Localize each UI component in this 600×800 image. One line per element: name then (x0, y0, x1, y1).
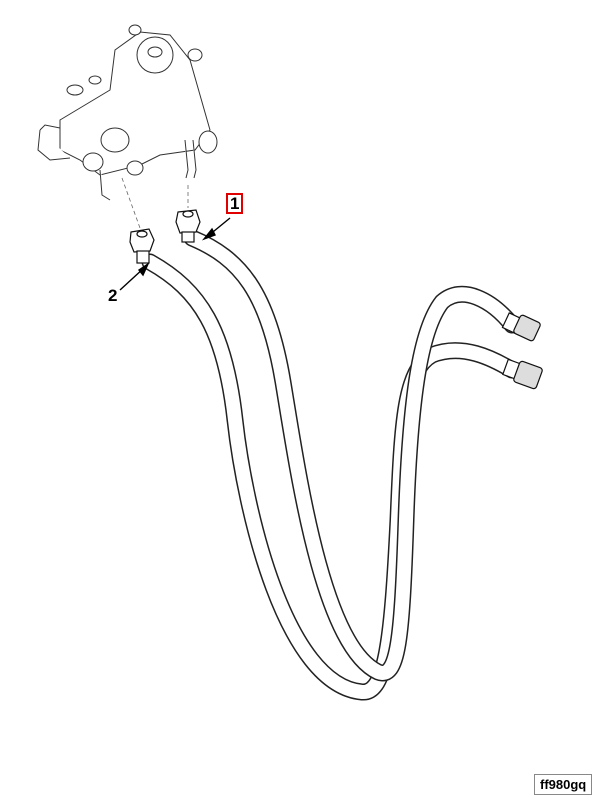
fitting-hose-2-end (502, 358, 543, 390)
callout-1[interactable]: 1 (226, 193, 244, 214)
nut-fitting-1 (175, 209, 201, 243)
callout-2[interactable]: 2 (108, 286, 118, 305)
figure-id-label: ff980gq (534, 774, 593, 795)
pump-assembly (37, 24, 218, 201)
fitting-hose-1-end (501, 312, 541, 342)
nut-fitting-2 (129, 228, 155, 264)
